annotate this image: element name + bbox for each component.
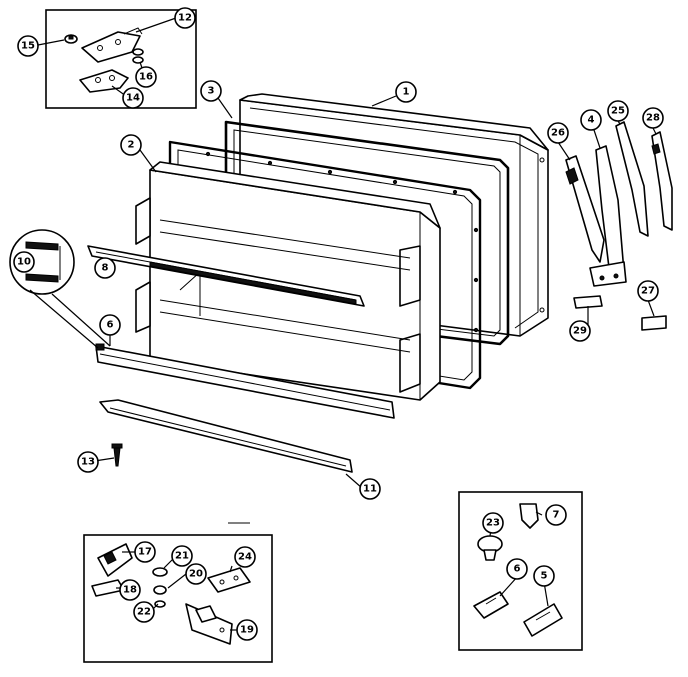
svg-text:29: 29	[573, 326, 587, 337]
svg-text:27: 27	[641, 286, 655, 297]
svg-text:24: 24	[238, 552, 252, 563]
svg-text:8: 8	[102, 263, 109, 274]
callout-18: 18	[119, 579, 141, 601]
inset-box-fasteners	[458, 491, 583, 651]
kick-plate	[99, 399, 353, 473]
callout-2: 2	[120, 134, 142, 156]
callout-22: 22	[133, 601, 155, 623]
svg-text:26: 26	[551, 128, 565, 139]
callout-25: 25	[607, 100, 629, 122]
callout-7: 7	[545, 504, 567, 526]
svg-text:4: 4	[588, 115, 595, 126]
callout-11: 11	[359, 478, 381, 500]
svg-text:2: 2	[128, 140, 135, 151]
callout-28: 28	[642, 107, 664, 129]
washer	[132, 48, 144, 64]
callout-26: 26	[547, 122, 569, 144]
callout-4: 4	[580, 109, 602, 131]
svg-text:14: 14	[126, 93, 140, 104]
inset-box-hardware	[83, 534, 273, 663]
callout-17: 17	[134, 541, 156, 563]
callout-10: 10	[13, 251, 35, 273]
callout-21: 21	[171, 545, 193, 567]
svg-text:13: 13	[81, 457, 95, 468]
callout-14: 14	[122, 87, 144, 109]
handle-plug	[641, 315, 667, 331]
svg-text:19: 19	[240, 625, 254, 636]
hinge-assembly	[185, 603, 233, 645]
svg-text:20: 20	[189, 569, 203, 580]
callout-1: 1	[395, 81, 417, 103]
svg-text:1: 1	[403, 87, 410, 98]
cam	[477, 535, 503, 561]
callout-23: 23	[482, 512, 504, 534]
screw	[111, 443, 123, 467]
shelf-bar	[87, 245, 365, 307]
svg-text:3: 3	[208, 86, 215, 97]
svg-text:6: 6	[514, 564, 521, 575]
svg-text:5: 5	[541, 571, 548, 582]
callout-5: 5	[533, 565, 555, 587]
callout-3: 3	[200, 80, 222, 102]
inset-box-top-hinge	[45, 9, 197, 109]
svg-text:15: 15	[21, 41, 35, 52]
hinge-pin-cap	[64, 34, 78, 44]
callout-29: 29	[569, 320, 591, 342]
shelf-cap-inset	[9, 229, 75, 295]
svg-text:6: 6	[107, 320, 114, 331]
callout-13: 13	[77, 451, 99, 473]
svg-text:11: 11	[363, 484, 377, 495]
handle-bracket	[589, 145, 627, 287]
bushing	[152, 567, 168, 608]
svg-text:17: 17	[138, 547, 152, 558]
handle-trim-right	[615, 121, 649, 237]
callout-8: 8	[94, 257, 116, 279]
svg-text:12: 12	[178, 13, 192, 24]
callout-27: 27	[637, 280, 659, 302]
callout-12: 12	[174, 7, 196, 29]
spring-clip-right	[523, 603, 563, 637]
svg-text:25: 25	[611, 106, 625, 117]
hinge-plate-upper	[81, 27, 143, 63]
handle-trim-left	[565, 155, 605, 263]
svg-text:22: 22	[137, 607, 151, 618]
hinge-bracket-bottom	[97, 543, 133, 577]
hinge-plate-lower	[79, 69, 129, 93]
door-stop	[519, 503, 539, 529]
svg-text:23: 23	[486, 518, 500, 529]
callout-6-liner-trim: 6	[99, 314, 121, 336]
svg-text:21: 21	[175, 551, 189, 562]
svg-text:28: 28	[646, 113, 660, 124]
spring-clip-left	[473, 591, 509, 619]
svg-text:10: 10	[17, 257, 31, 268]
callout-6-clip: 6	[506, 558, 528, 580]
callout-16: 16	[135, 66, 157, 88]
bottom-trim	[95, 343, 395, 419]
callout-20: 20	[185, 563, 207, 585]
svg-text:18: 18	[123, 585, 137, 596]
callout-15: 15	[17, 35, 39, 57]
svg-text:16: 16	[139, 72, 153, 83]
handle-clip	[573, 295, 603, 309]
handle-cover	[651, 131, 673, 231]
mounting-plate	[207, 567, 251, 593]
svg-text:7: 7	[553, 510, 560, 521]
callout-19: 19	[236, 619, 258, 641]
callout-24: 24	[234, 546, 256, 568]
